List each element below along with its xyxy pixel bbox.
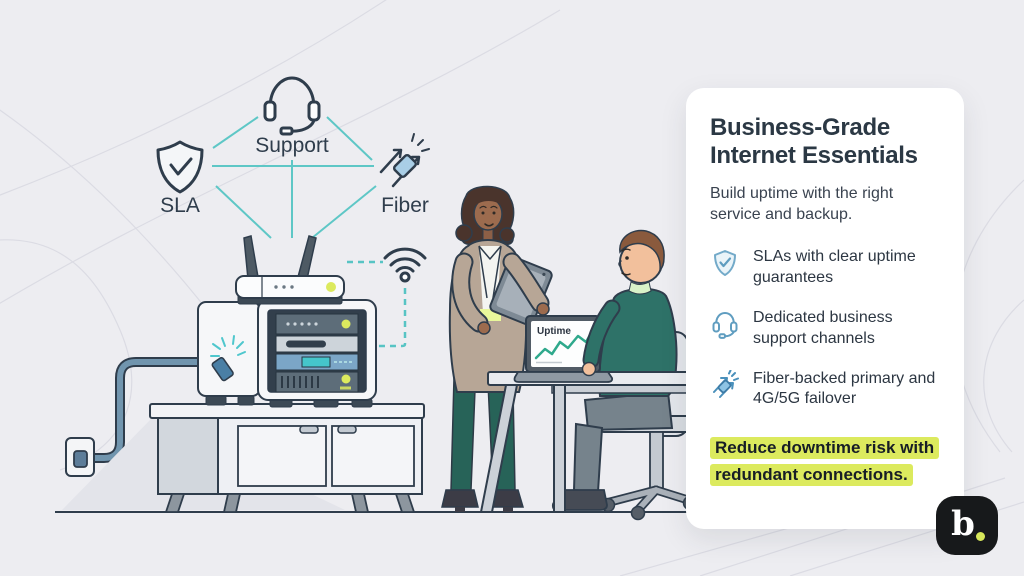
diagram-label-sla: SLA — [160, 194, 200, 217]
headset-icon — [263, 76, 321, 136]
wall-outlet — [65, 437, 95, 477]
takeaway-highlight: Reduce downtime risk with redundant conn… — [710, 437, 940, 486]
cabinet-legs — [164, 493, 416, 513]
server-led — [341, 319, 351, 329]
bullet-text: SLAs with clear uptime guarantees — [753, 248, 916, 287]
bullet-fiber: Fiber-backed primary and 4G/5G failover — [710, 369, 940, 411]
man-hand — [581, 361, 597, 377]
bullet-text: Fiber-backed primary and 4G/5G failover — [753, 369, 936, 408]
man-seated — [551, 229, 678, 511]
fiber-cable-icon — [379, 133, 430, 188]
brand-logo-dot — [976, 532, 985, 541]
fiber-spark-icon — [210, 335, 246, 357]
cabinet-handle — [337, 425, 357, 434]
shield-check-icon — [156, 140, 204, 194]
server-rack — [257, 299, 377, 401]
wifi-icon — [383, 247, 427, 283]
router-antenna — [297, 235, 317, 280]
man-hair — [619, 229, 665, 272]
cabinet-handle — [299, 425, 319, 434]
network-diagram: SLA Support — [156, 76, 430, 239]
wireless-dashed-links — [347, 260, 407, 348]
server-led — [341, 374, 351, 384]
woman-shoe — [441, 489, 479, 508]
woman-hand — [536, 302, 550, 316]
card-title: Business-Grade Internet Essentials — [710, 114, 918, 170]
diagram-label-fiber: Fiber — [381, 194, 429, 217]
router — [235, 235, 345, 305]
laptop: Uptime — [513, 315, 614, 383]
man-shoe — [551, 489, 608, 511]
power-cable — [82, 357, 204, 463]
info-card: Business-Grade Internet Essentials Build… — [686, 88, 964, 529]
router-antenna — [243, 235, 259, 280]
takeaway: Reduce downtime risk with redundant conn… — [710, 435, 940, 488]
man-arm — [581, 299, 621, 377]
diagram-label-support: Support — [255, 134, 329, 157]
bullet-text: Dedicated business support channels — [753, 308, 893, 347]
brand-logo: b — [936, 496, 998, 555]
brand-logo-letter: b — [951, 503, 975, 544]
router-led — [326, 282, 336, 292]
diagram-connector-lines — [212, 116, 377, 239]
bullet-list: SLAs with clear uptime guarantees Dedica… — [710, 247, 940, 410]
headset-icon — [712, 311, 738, 339]
network-box — [197, 301, 261, 397]
card-subtitle: Build uptime with the right service and … — [710, 185, 894, 224]
laptop-screen-title: Uptime — [537, 326, 571, 337]
fiber-cable-icon — [713, 369, 739, 398]
bullet-sla: SLAs with clear uptime guarantees — [710, 247, 940, 289]
woman-hand — [477, 321, 491, 335]
shield-check-icon — [714, 250, 736, 277]
uptime-chart-line — [534, 328, 595, 360]
bullet-support: Dedicated business support channels — [710, 308, 940, 350]
